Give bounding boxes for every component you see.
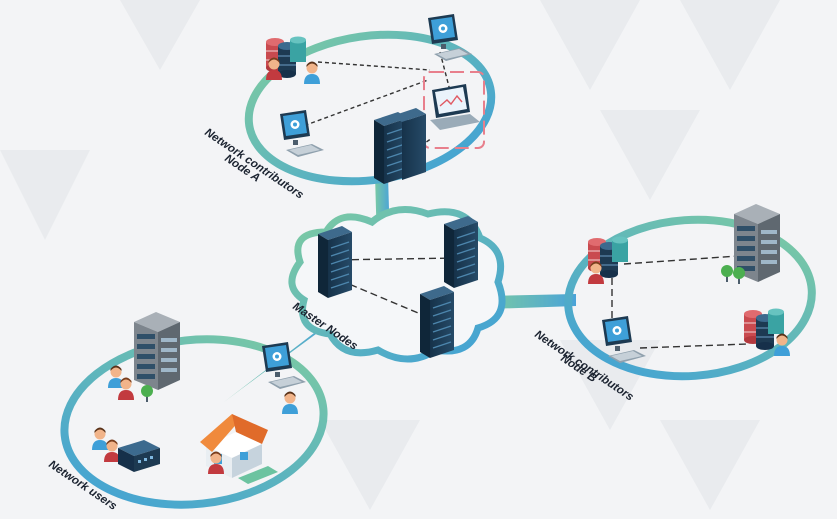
laptop-icon bbox=[423, 71, 485, 149]
router-icon bbox=[118, 440, 160, 472]
monitor-icon bbox=[428, 14, 472, 61]
tree-icon bbox=[733, 267, 745, 284]
dashed-link bbox=[317, 61, 431, 71]
tree-icon bbox=[141, 385, 153, 402]
user-icon bbox=[104, 439, 120, 462]
user-icon bbox=[92, 427, 108, 450]
user-icon bbox=[282, 391, 298, 414]
node-b-cluster bbox=[564, 204, 816, 381]
monitor-icon bbox=[280, 110, 324, 157]
node-a-cluster bbox=[244, 14, 496, 186]
dashed-link bbox=[329, 275, 431, 319]
dashed-link bbox=[623, 255, 739, 265]
link-master-node-b bbox=[488, 294, 576, 309]
node-b-ring bbox=[564, 215, 816, 381]
monitor-icon bbox=[602, 316, 646, 363]
background-pattern bbox=[0, 0, 780, 510]
user-icon bbox=[304, 61, 320, 84]
tree-icon bbox=[721, 265, 733, 282]
dashed-link bbox=[297, 79, 429, 129]
server-rack-icon bbox=[134, 312, 180, 390]
server-rack-icon bbox=[443, 215, 479, 289]
server-rack-icon bbox=[392, 108, 426, 180]
dashed-link bbox=[639, 343, 749, 349]
users-cluster bbox=[60, 312, 328, 509]
server-rack-icon bbox=[419, 285, 455, 359]
users-ring bbox=[60, 335, 328, 509]
server-rack-icon bbox=[317, 225, 353, 299]
master-nodes-cluster bbox=[288, 206, 506, 363]
